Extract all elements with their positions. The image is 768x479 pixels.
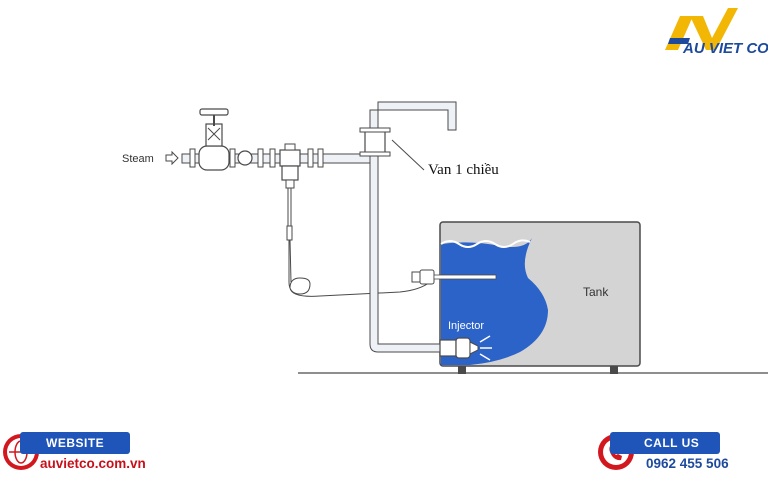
steam-label: Steam xyxy=(122,153,154,165)
injector-icon xyxy=(439,335,492,361)
temperature-sensor xyxy=(411,269,497,285)
tank-label: Tank xyxy=(583,285,609,299)
riser-pipe xyxy=(359,101,457,353)
brand-name: AU VIET CO xyxy=(683,40,768,57)
temperature-control-valve xyxy=(237,143,301,189)
check-valve-leader xyxy=(391,139,425,171)
capillary-tube xyxy=(286,188,431,297)
call-us-label: CALL US xyxy=(610,432,720,454)
water-body xyxy=(441,238,548,365)
website-label: WEBSITE xyxy=(20,432,130,454)
globe-valve xyxy=(198,108,230,171)
steam-arrow-icon xyxy=(165,150,179,166)
tank xyxy=(439,221,641,374)
phone-number-link[interactable]: 0962 455 506 xyxy=(646,456,729,471)
steam-pipe xyxy=(181,148,375,168)
brand-logo xyxy=(665,8,738,50)
website-url-link[interactable]: auvietco.com.vn xyxy=(40,456,146,471)
check-valve-label: Van 1 chiều xyxy=(428,162,499,178)
injector-label: Injector xyxy=(448,320,484,332)
